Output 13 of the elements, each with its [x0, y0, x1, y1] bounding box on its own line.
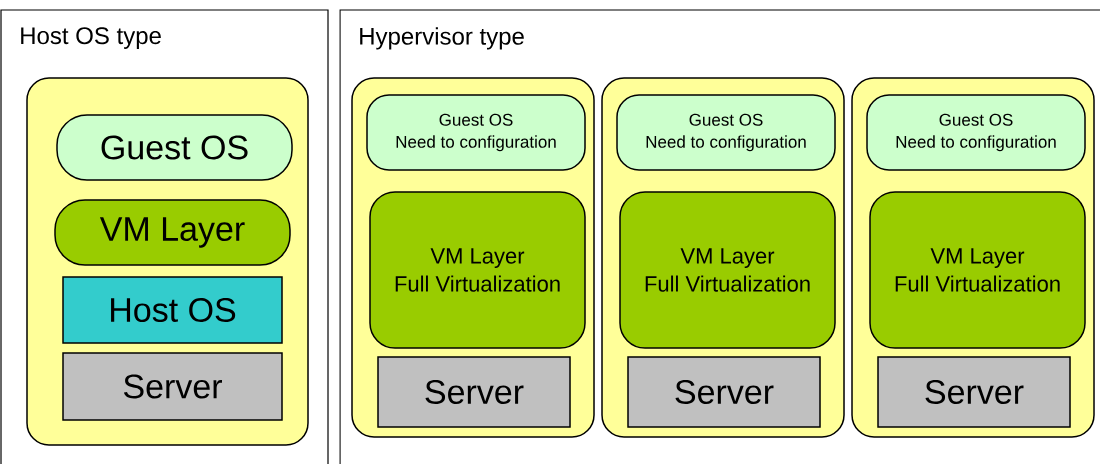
server-box: Server — [877, 356, 1071, 428]
guest-os-box: Guest OS Need to configuration — [616, 94, 836, 171]
guest-os-box: Guest OS Need to configuration — [366, 94, 586, 171]
server-box: Server — [62, 352, 283, 421]
guest-os-box: Guest OS Need to configuration — [866, 94, 1086, 171]
guest-os-box: Guest OS — [56, 114, 293, 181]
vm-layer-box: VM Layer Full Virtualization — [869, 191, 1086, 349]
vm-layer-box: VM Layer — [54, 199, 291, 266]
server-box: Server — [377, 356, 571, 428]
vm-layer-box: VM Layer Full Virtualization — [619, 191, 836, 349]
vm-layer-box: VM Layer Full Virtualization — [369, 191, 586, 349]
server-box: Server — [627, 356, 821, 428]
host-os-box: Host OS — [62, 276, 283, 344]
